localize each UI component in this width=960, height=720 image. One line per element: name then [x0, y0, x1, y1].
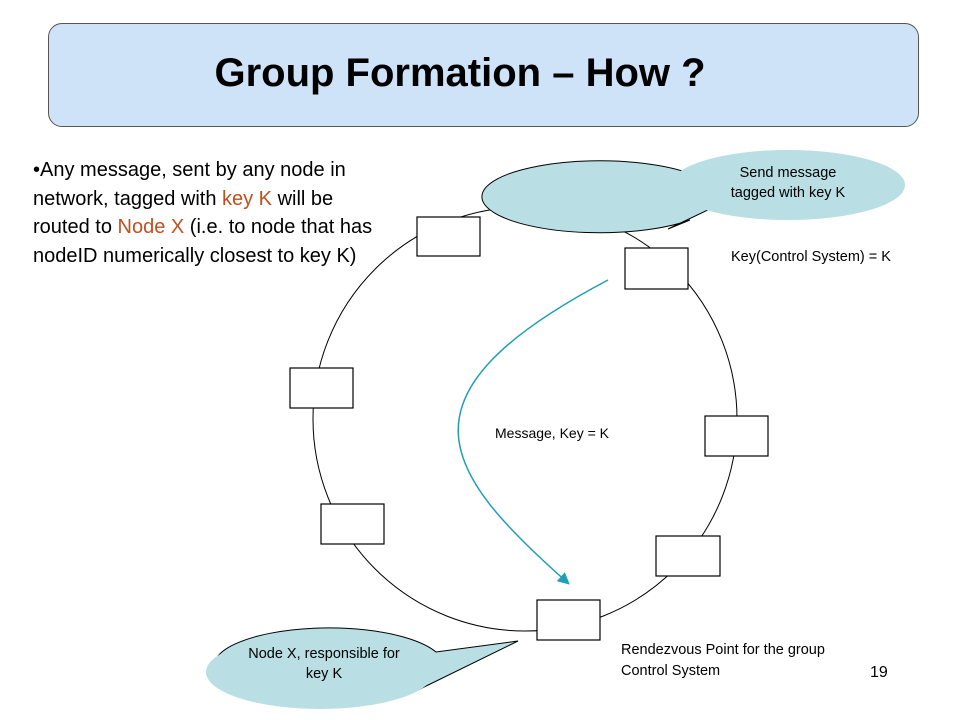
node-box-bottom-right: [655, 535, 721, 577]
callout-node-text: Node X, responsible for key K: [248, 646, 400, 682]
bullet-key-k: key K: [222, 187, 273, 210]
callout-send-text: Send message tagged with key K: [730, 165, 846, 201]
node-box-bottom-left: [320, 503, 385, 545]
message-route-arrow: [457, 279, 609, 585]
title-banner: [48, 23, 919, 127]
bullet-text-part2: will be routed to: [33, 187, 334, 239]
message-key-label: Message, Key = K: [495, 425, 610, 441]
callout-node-fill: [206, 635, 434, 709]
key-control-system-label: Key(Control System) = K: [731, 249, 891, 265]
bullet-text-part3: (i.e. to node that has nodeID numericall…: [33, 216, 373, 267]
node-box-right: [704, 415, 769, 457]
slide-title: Group Formation – How ?: [214, 51, 706, 95]
rendezvous-point-label: Rendezvous Point for the group Control S…: [621, 642, 825, 679]
bullet-text-part1: Any message, sent by any node in network…: [33, 159, 346, 210]
node-box-top-right: [624, 247, 689, 290]
bullet-marker: •: [33, 159, 41, 181]
page-number: 19: [870, 664, 888, 681]
bullet-text: •Any message, sent by any node in networ…: [33, 156, 373, 270]
node-box-left: [289, 367, 354, 409]
bullet-node-x: Node X: [117, 216, 185, 238]
callout-send-fill: [671, 150, 905, 220]
node-box-node-x: [536, 599, 601, 641]
node-box-top: [416, 216, 481, 257]
